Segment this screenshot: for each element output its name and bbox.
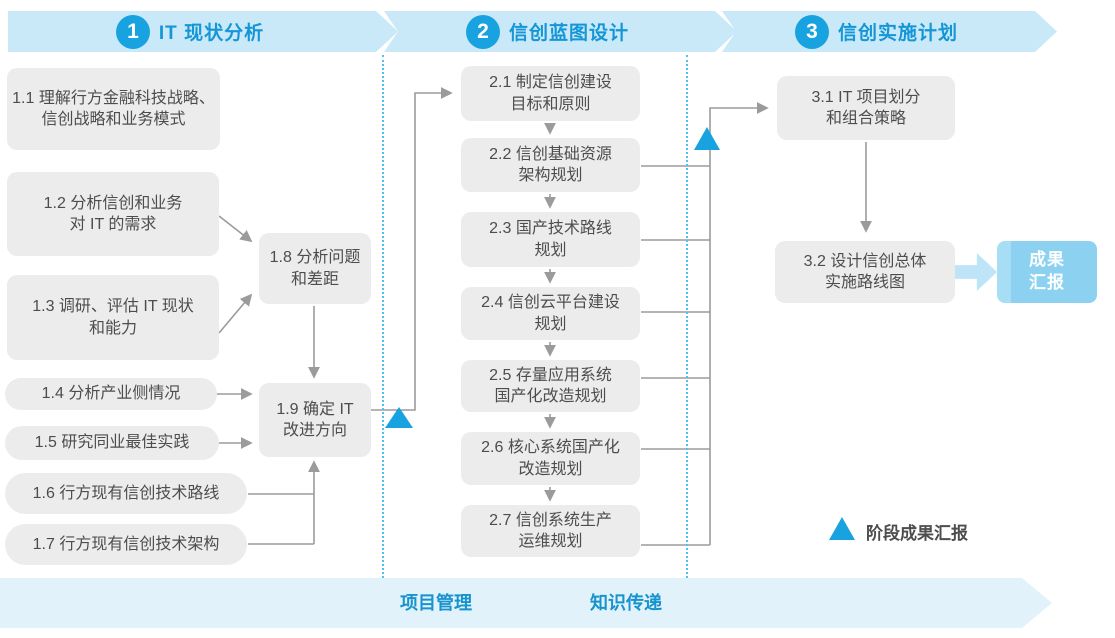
step-box-2-5: 2.5 存量应用系统 国产化改造规划: [461, 360, 640, 412]
step-box-2-4: 2.4 信创云平台建设 规划: [461, 287, 640, 340]
milestone-triangle-icon-phase1: [385, 407, 413, 428]
step-box-1-1: 1.1 理解行方金融科技战略、 信创战略和业务模式: [7, 68, 220, 150]
step-box-2-6: 2.6 核心系统国产化 改造规划: [461, 432, 640, 485]
footer-label-project-management: 项目管理: [400, 593, 472, 613]
step-box-1-4: 1.4 分析产业侧情况: [5, 378, 217, 410]
step-box-1-2: 1.2 分析信创和业务 对 IT 的需求: [7, 172, 219, 256]
footer-label-knowledge-transfer: 知识传递: [590, 593, 662, 613]
phase-number-badge-3: 3: [795, 15, 829, 49]
step-box-2-1: 2.1 制定信创建设 目标和原则: [461, 66, 640, 121]
phase-banner-1: 1 IT 现状分析: [8, 11, 398, 52]
phase-divider-2: [686, 55, 688, 578]
milestone-triangle-icon-phase2: [694, 127, 720, 150]
step-box-2-7: 2.7 信创系统生产 运维规划: [461, 505, 640, 557]
phase-title-2: 信创蓝图设计: [508, 23, 629, 44]
phase-banner-2: 2 信创蓝图设计: [384, 11, 737, 52]
legend-label: 阶段成果汇报: [866, 524, 968, 543]
step-box-1-5: 1.5 研究同业最佳实践: [5, 426, 219, 460]
step-box-1-9: 1.9 确定 IT 改进方向: [259, 383, 371, 457]
step-box-2-2: 2.2 信创基础资源 架构规划: [461, 138, 640, 192]
step-box-1-8: 1.8 分析问题 和差距: [259, 233, 371, 304]
deliverable-arrow-icon: [955, 253, 997, 291]
phase-title-3: 信创实施计划: [837, 23, 958, 44]
step-box-2-3: 2.3 国产技术路线 规划: [461, 212, 640, 267]
step-box-3-2: 3.2 设计信创总体 实施路线图: [775, 241, 955, 303]
phase-divider-1: [382, 55, 384, 578]
deliverable-box: 成果 汇报: [997, 241, 1097, 303]
step-box-1-3: 1.3 调研、评估 IT 现状 和能力: [7, 275, 219, 360]
step-box-1-6: 1.6 行方现有信创技术路线: [5, 473, 247, 514]
footer-banner: 项目管理 知识传递: [0, 578, 1052, 628]
phase-number-badge-1: 1: [116, 15, 150, 49]
phase-number-badge-2: 2: [466, 15, 500, 49]
step-box-1-7: 1.7 行方现有信创技术架构: [5, 524, 247, 565]
phase-title-1: IT 现状分析: [158, 23, 265, 44]
phase-banner-3: 3 信创实施计划: [722, 11, 1057, 52]
step-box-3-1: 3.1 IT 项目划分 和组合策略: [777, 76, 955, 140]
legend-milestone-icon: [829, 517, 855, 540]
